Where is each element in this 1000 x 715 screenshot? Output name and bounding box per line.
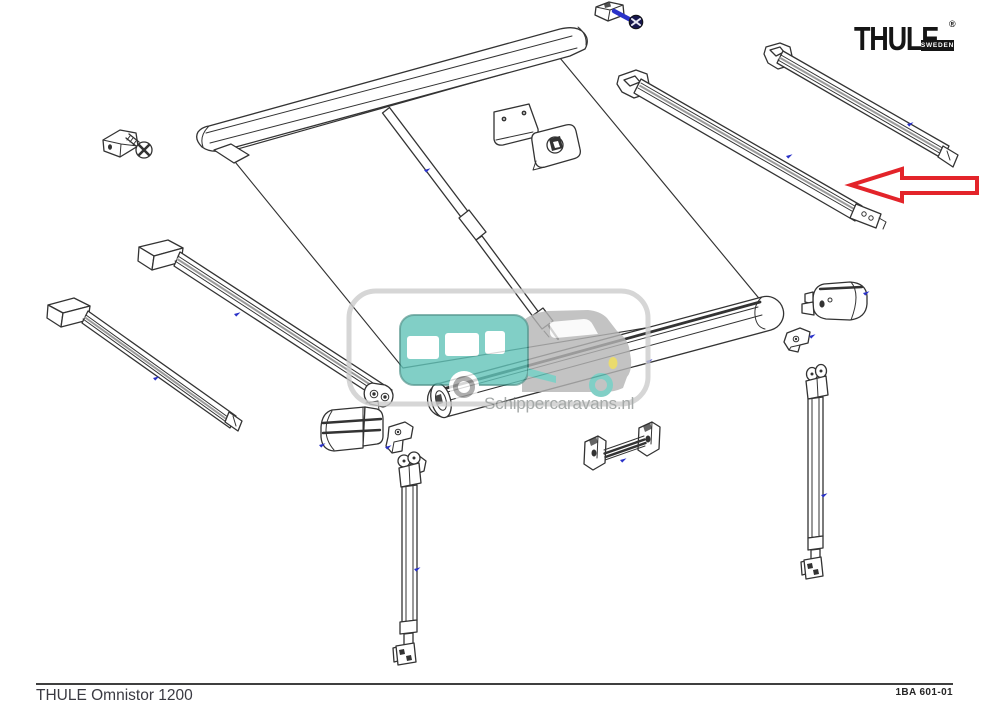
part-link-marker [414,567,421,572]
part-link-marker [809,334,816,339]
watermark: Schippercaravans.nl [346,288,651,413]
part-link-marker [786,154,793,159]
case-end-foot [213,143,250,164]
part-link-marker [234,312,241,317]
watermark-hitch [528,368,556,383]
watermark-car-wheel [589,373,613,397]
watermark-headlight [608,357,618,369]
keyhole-bracket [531,123,581,171]
watermark-caravan-wheel [453,376,475,398]
part-link-marker [385,445,392,450]
footer-document-code: 1BA 601-01 [895,687,953,698]
watermark-car [522,310,632,393]
thule-logo: THULE ® SWEDEN [854,19,972,68]
support-leg-right [800,363,829,580]
part-link-marker [863,291,870,296]
lead-rail-top-right [763,42,959,168]
part-link-marker [620,458,627,463]
watermark-text: Schippercaravans.nl [484,394,634,413]
part-link-marker [424,168,431,173]
support-arm-left-lower [46,297,243,432]
red-pointer-arrow [844,166,979,204]
clamp-bracket-right [783,327,816,353]
clamp-bracket-a [385,421,414,454]
part-link-marker [821,493,828,498]
footer-rule [36,683,953,685]
screw-top-left [125,133,153,159]
screw-top-center-blue [611,8,644,30]
thule-logo-sweden-badge: SWEDEN [920,40,955,51]
wall-plate [493,103,539,146]
mounting-bracket-bottom [583,421,661,471]
cassette-case [196,26,588,164]
lead-rail-right [616,69,887,230]
footer-model-name: THULE Omnistor 1200 [36,687,193,704]
motor-end-cap [319,400,384,452]
gearbox-end-cap [801,281,870,321]
support-arm-left-upper [137,239,394,408]
support-leg-center [392,451,422,666]
part-link-marker [153,376,160,381]
watermark-border [346,288,651,407]
part-link-marker [907,122,914,127]
part-link-marker [319,443,326,448]
watermark-caravan [399,314,556,401]
registered-mark-icon: ® [949,19,956,29]
